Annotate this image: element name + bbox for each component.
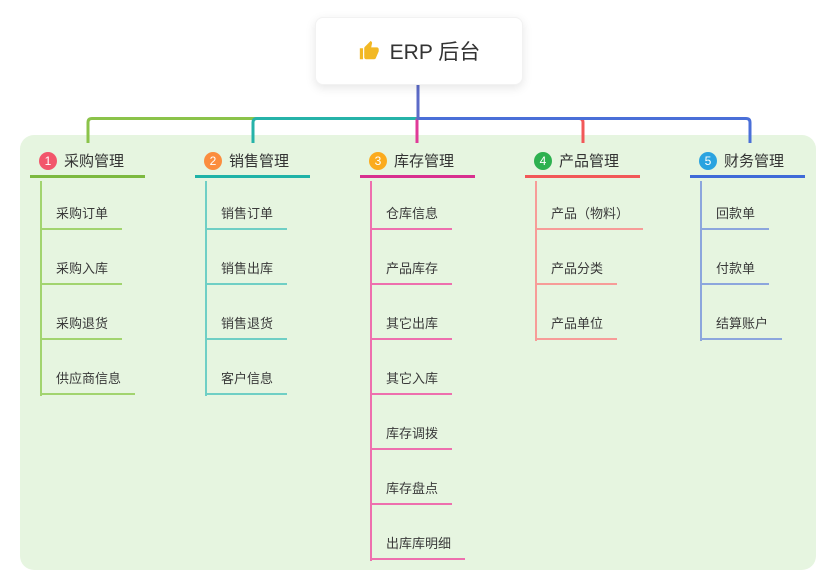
child-node[interactable]: 产品（物料） [535,203,644,230]
branch-number-badge: 5 [699,151,717,170]
child-node[interactable]: 产品单位 [535,313,618,340]
branch-label: 库存管理 [394,153,455,170]
branch-node-5[interactable]: 5 财务管理 [690,146,805,178]
branch-col-2: 2 销售管理销售订单销售出库销售退货客户信息 [195,146,310,396]
branch-number-badge: 1 [39,151,57,170]
child-node[interactable]: 产品分类 [535,258,618,285]
mindmap-canvas [20,135,816,570]
child-rail-line [535,181,537,341]
child-node[interactable]: 采购入库 [40,258,123,285]
child-node[interactable]: 出库库明细 [370,533,466,560]
thumbs-up-icon [358,40,380,62]
branch-number-badge: 3 [369,151,387,170]
child-node[interactable]: 采购退货 [40,313,123,340]
branch-node-3[interactable]: 3 库存管理 [360,146,475,178]
branch-node-1[interactable]: 1 采购管理 [30,146,145,178]
child-node[interactable]: 库存调拨 [370,423,453,450]
child-node[interactable]: 结算账户 [700,313,783,340]
child-node[interactable]: 库存盘点 [370,478,453,505]
child-node[interactable]: 销售订单 [205,203,288,230]
child-node[interactable]: 其它出库 [370,313,453,340]
branch-col-1: 1 采购管理采购订单采购入库采购退货供应商信息 [30,146,145,396]
child-node[interactable]: 付款单 [700,258,770,285]
child-node[interactable]: 其它入库 [370,368,453,395]
child-node[interactable]: 供应商信息 [40,368,136,395]
child-node[interactable]: 产品库存 [370,258,453,285]
branch-node-2[interactable]: 2 销售管理 [195,146,310,178]
branch-col-3: 3 库存管理仓库信息产品库存其它出库其它入库库存调拨库存盘点出库库明细 [360,146,475,561]
branch-node-4[interactable]: 4 产品管理 [525,146,640,178]
branch-number-badge: 4 [534,151,552,170]
child-rail-line [700,181,702,341]
child-node[interactable]: 回款单 [700,203,770,230]
branch-label: 销售管理 [229,153,290,170]
branch-col-4: 4 产品管理产品（物料） 产品分类产品单位 [525,146,644,341]
child-node[interactable]: 客户信息 [205,368,288,395]
child-rail-line [40,181,42,396]
child-node[interactable]: 采购订单 [40,203,123,230]
root-title: ERP 后台 [389,41,481,64]
branch-number-badge: 2 [204,151,222,170]
child-node[interactable]: 销售出库 [205,258,288,285]
child-rail-line [370,181,372,561]
child-node[interactable]: 销售退货 [205,313,288,340]
branch-label: 产品管理 [559,153,620,170]
branch-label: 财务管理 [724,153,785,170]
child-rail-line [205,181,207,396]
branch-col-5: 5 财务管理回款单付款单结算账户 [690,146,805,341]
root-node[interactable]: ERP 后台 [315,17,523,85]
branch-label: 采购管理 [64,153,125,170]
child-node[interactable]: 仓库信息 [370,203,453,230]
